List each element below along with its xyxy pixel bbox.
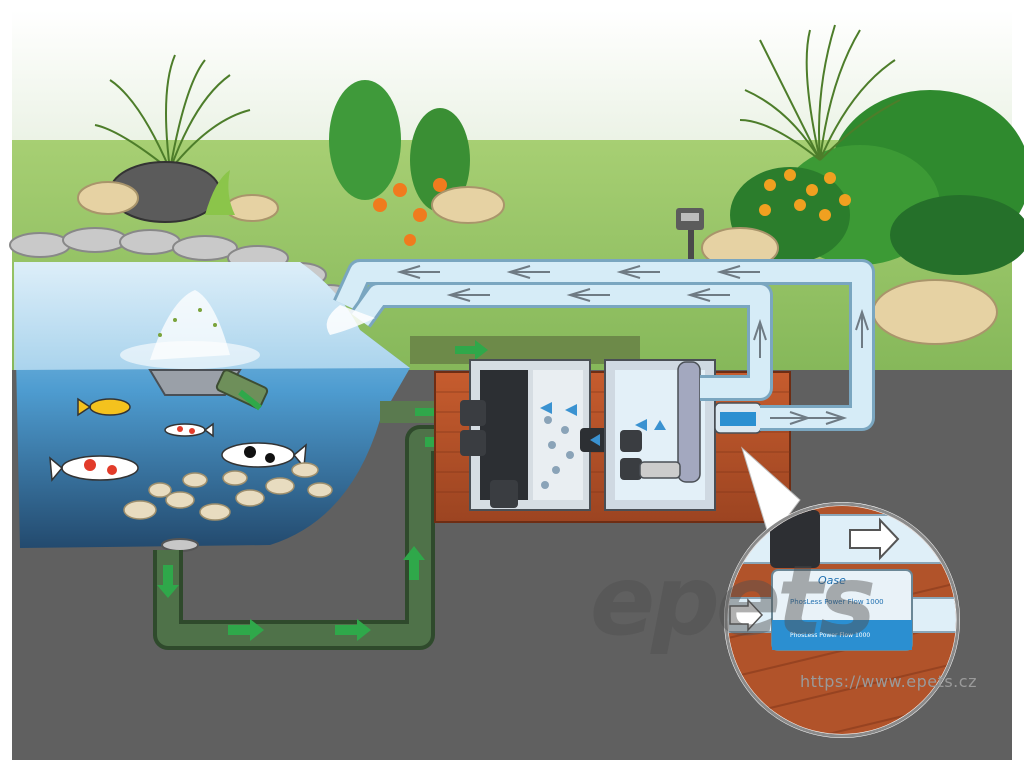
- leaf-plant-left: [205, 170, 235, 215]
- return-flow-arrows: [396, 265, 869, 425]
- rock-left-a: [77, 181, 139, 215]
- inset-brand-label: Oase: [818, 574, 846, 587]
- fountain-spray: [120, 290, 260, 369]
- inset-device-label-top: PhosLess Power Flow 1000: [790, 598, 884, 606]
- pond-bottom-stones: [123, 462, 333, 521]
- filter-chamber-mechanical: [460, 359, 591, 511]
- bushes-right: [730, 90, 1024, 275]
- grass-plant-right: [739, 24, 901, 161]
- filter-chamber-biological: [604, 359, 716, 511]
- phosless-device: [714, 402, 762, 434]
- goldfish: [77, 397, 131, 417]
- rock-right: [872, 279, 998, 345]
- watermark-logo: epets: [590, 545, 876, 657]
- koi-small: [164, 422, 214, 438]
- conifer-plants-center: [329, 80, 470, 212]
- inset-device-label-bottom: PhosLess Power Flow 1000: [790, 632, 871, 639]
- rock-left-b: [225, 194, 279, 222]
- koi-black-white: [221, 442, 307, 469]
- garden-light: [676, 208, 704, 260]
- rock-center: [431, 186, 505, 224]
- koi-white-red: [49, 455, 139, 482]
- orange-flowers-right: [759, 169, 851, 221]
- pond-pump: [148, 369, 269, 409]
- grass-plant-left: [94, 54, 251, 171]
- zoom-inset: [724, 502, 960, 738]
- watermark-url: https://www.epets.cz: [800, 672, 977, 691]
